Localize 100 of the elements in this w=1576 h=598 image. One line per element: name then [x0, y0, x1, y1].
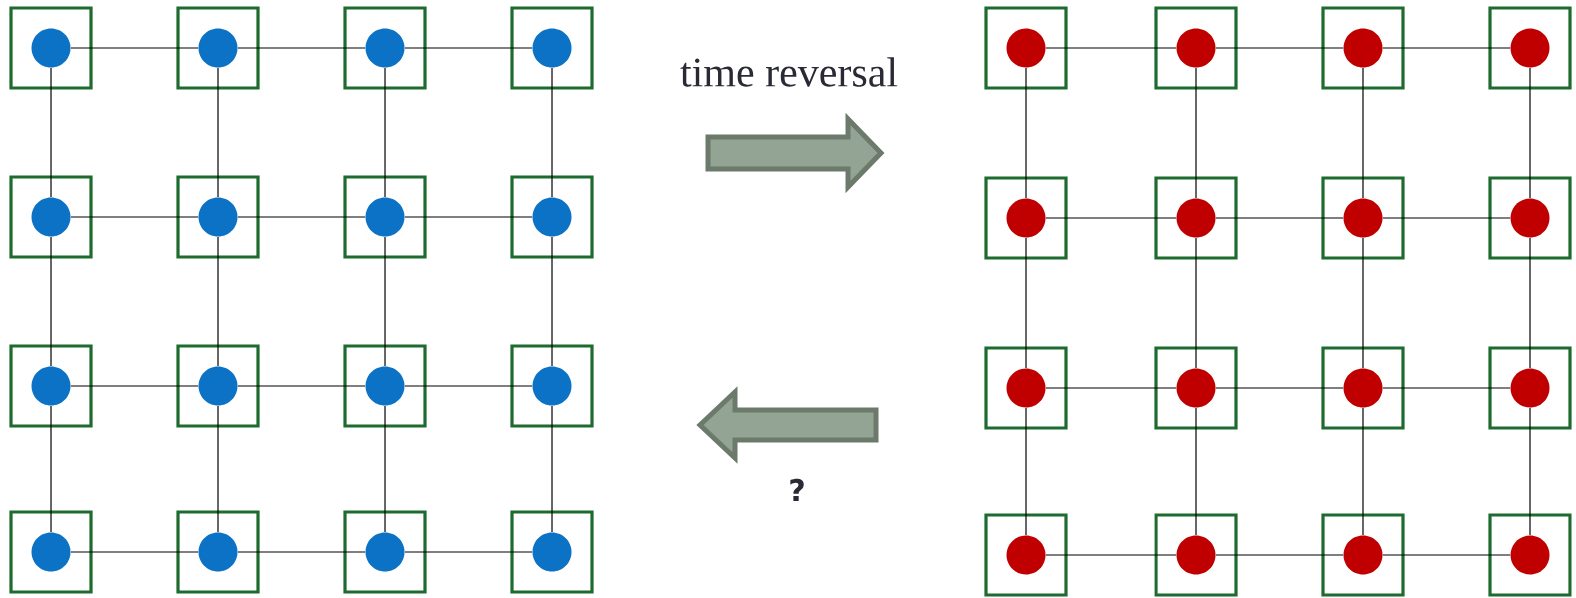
- dot: [365, 28, 405, 68]
- dot: [532, 197, 572, 237]
- lattice-site-square: [176, 6, 260, 90]
- dot: [1176, 198, 1216, 238]
- lattice-bond: [1382, 554, 1511, 556]
- lattice-bond: [1362, 407, 1364, 536]
- lattice-bond: [404, 551, 533, 553]
- lattice-bond: [384, 405, 386, 533]
- lattice-bond: [50, 405, 52, 533]
- lattice-bond: [1195, 67, 1197, 199]
- dot: [1176, 28, 1216, 68]
- dot: [31, 28, 71, 68]
- lattice-bond: [1215, 47, 1344, 49]
- lattice-bond: [70, 47, 199, 49]
- dot: [532, 28, 572, 68]
- lattice-site-square: [510, 175, 594, 259]
- lattice-bond: [1045, 47, 1177, 49]
- dot: [532, 532, 572, 572]
- lattice-site-square: [176, 344, 260, 428]
- lattice-site-square: [1154, 346, 1238, 430]
- lattice-site-square: [1488, 346, 1572, 430]
- lattice-bond: [1025, 237, 1027, 369]
- lattice-bond: [1382, 387, 1511, 389]
- lattice-site-square: [510, 6, 594, 90]
- lattice-bond: [551, 67, 553, 198]
- lattice-bond: [1045, 387, 1177, 389]
- lattice-site-square: [343, 6, 427, 90]
- lattice-site-square: [1321, 513, 1405, 597]
- lattice-bond: [70, 385, 199, 387]
- question-mark-label: ?: [790, 478, 804, 502]
- dot: [1343, 28, 1383, 68]
- dot: [1510, 368, 1550, 408]
- lattice-bond: [1382, 217, 1511, 219]
- lattice-bond: [1045, 217, 1177, 219]
- title-label: time reversal: [680, 57, 898, 87]
- dot: [1006, 535, 1046, 575]
- lattice-bond: [217, 405, 219, 533]
- lattice-site-square: [1321, 346, 1405, 430]
- lattice-bond: [404, 216, 533, 218]
- lattice-site-square: [343, 510, 427, 594]
- lattice-site-square: [343, 344, 427, 428]
- dot: [198, 197, 238, 237]
- lattice-bond: [1195, 237, 1197, 369]
- dot: [1510, 28, 1550, 68]
- lattice-bond: [551, 405, 553, 533]
- lattice-site-square: [510, 510, 594, 594]
- dot: [1510, 198, 1550, 238]
- lattice-bond: [1529, 407, 1531, 536]
- dot: [198, 28, 238, 68]
- lattice-site-square: [1154, 6, 1238, 90]
- lattice-bond: [1025, 67, 1027, 199]
- lattice-bond: [217, 236, 219, 367]
- dot: [1343, 198, 1383, 238]
- lattice-site-square: [984, 176, 1068, 260]
- lattice-site-square: [343, 175, 427, 259]
- lattice-bond: [1215, 387, 1344, 389]
- dot: [1176, 368, 1216, 408]
- dot: [1176, 535, 1216, 575]
- lattice-site-square: [1321, 176, 1405, 260]
- lattice-bond: [384, 67, 386, 198]
- dot: [31, 532, 71, 572]
- lattice-bond: [1362, 67, 1364, 199]
- lattice-site-square: [1488, 176, 1572, 260]
- lattice-site-square: [9, 344, 93, 428]
- lattice-bond: [50, 67, 52, 198]
- lattice-site-square: [9, 175, 93, 259]
- lattice-bond: [1195, 407, 1197, 536]
- lattice-bond: [1529, 67, 1531, 199]
- dot: [1006, 28, 1046, 68]
- dot: [1006, 368, 1046, 408]
- lattice-bond: [1362, 237, 1364, 369]
- lattice-site-square: [1154, 176, 1238, 260]
- lattice-site-square: [1321, 6, 1405, 90]
- lattice-site-square: [9, 6, 93, 90]
- lattice-site-square: [176, 175, 260, 259]
- lattice-bond: [1045, 554, 1177, 556]
- lattice-bond: [70, 216, 199, 218]
- dot: [1343, 368, 1383, 408]
- dot: [31, 197, 71, 237]
- dot: [1343, 535, 1383, 575]
- lattice-bond: [1382, 47, 1511, 49]
- dot: [365, 366, 405, 406]
- lattice-site-square: [1488, 513, 1572, 597]
- lattice-bond: [237, 385, 366, 387]
- lattice-site-square: [984, 6, 1068, 90]
- dot: [365, 197, 405, 237]
- lattice-bond: [1215, 554, 1344, 556]
- lattice-site-square: [176, 510, 260, 594]
- dot: [532, 366, 572, 406]
- lattice-site-square: [9, 510, 93, 594]
- lattice-bond: [1529, 237, 1531, 369]
- lattice-bond: [404, 385, 533, 387]
- lattice-bond: [1025, 407, 1027, 536]
- lattice-bond: [237, 551, 366, 553]
- lattice-bond: [217, 67, 219, 198]
- dot: [198, 366, 238, 406]
- lattice-bond: [404, 47, 533, 49]
- lattice-site-square: [1154, 513, 1238, 597]
- lattice-bond: [237, 47, 366, 49]
- lattice-site-square: [984, 346, 1068, 430]
